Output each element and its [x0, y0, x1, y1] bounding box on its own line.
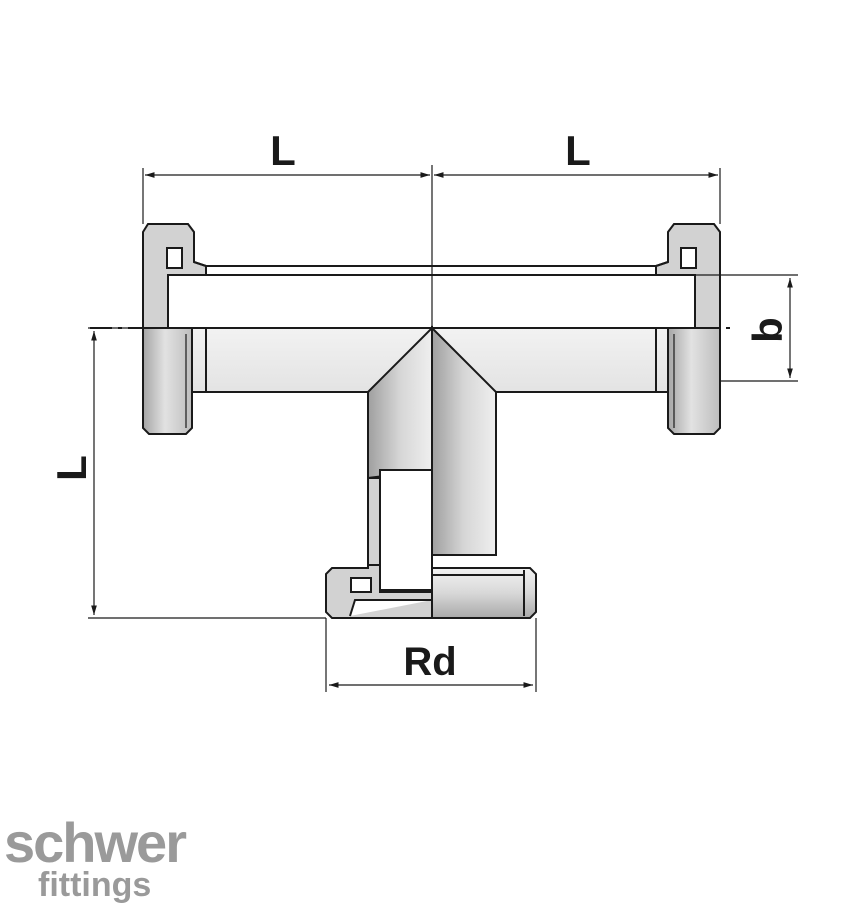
dim-label-b: b — [744, 317, 791, 343]
logo-tagline: fittings — [38, 866, 151, 904]
logo-name: schwer — [4, 811, 186, 874]
left-flange-lower — [142, 327, 193, 435]
dimension-lines — [88, 168, 798, 692]
branch-left-section — [367, 477, 381, 566]
body-lower — [142, 325, 721, 619]
company-logo: schwer fittings — [4, 811, 188, 904]
right-groove — [680, 247, 697, 269]
branch-bore — [379, 469, 433, 591]
right-flange-lower — [667, 327, 721, 435]
bottom-flange-right — [431, 567, 537, 619]
dim-label-top-left: L — [270, 127, 296, 174]
pipe-top-wall — [193, 261, 669, 267]
dim-label-top-right: L — [565, 127, 591, 174]
center-lines — [90, 165, 730, 560]
bottom-groove — [350, 577, 372, 593]
left-groove — [166, 247, 183, 269]
section-upper — [142, 223, 721, 329]
dim-label-left-vertical: L — [48, 455, 95, 481]
dim-label-rd: Rd — [403, 640, 456, 684]
